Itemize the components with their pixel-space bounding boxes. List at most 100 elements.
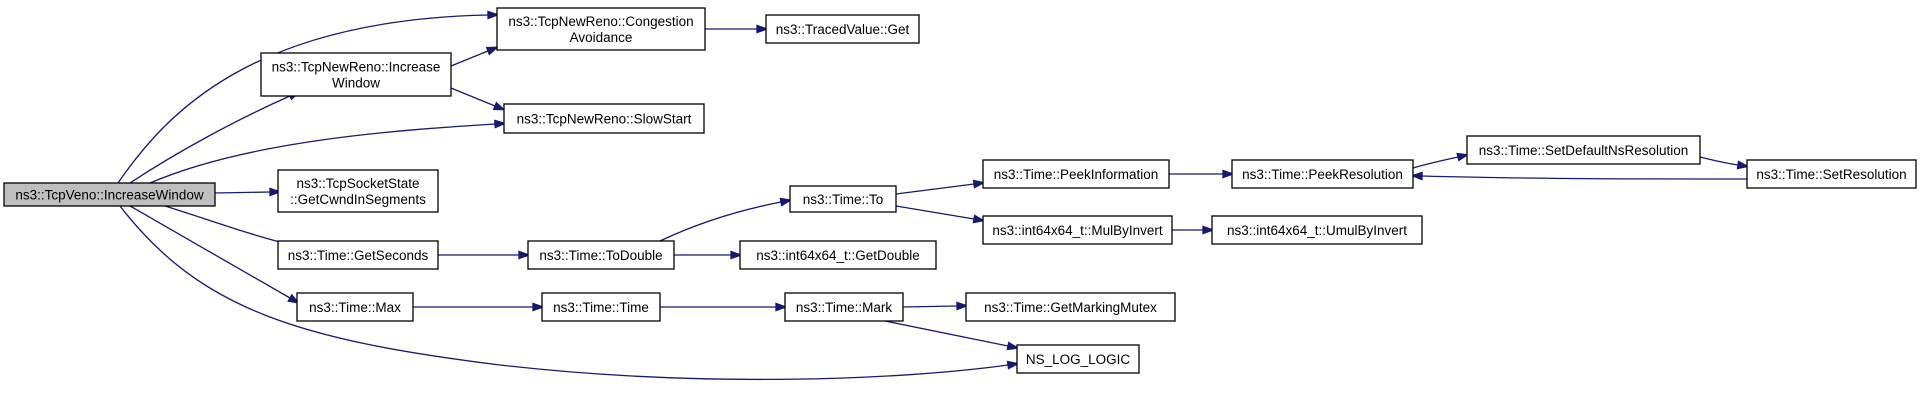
edge-time-get-seconds-to-time-to-double (438, 250, 531, 260)
node-set-default-ns-resolution[interactable]: ns3::Time::SetDefaultNsResolution (1466, 135, 1701, 165)
node-box (739, 240, 937, 270)
node-box (1231, 159, 1414, 189)
node-label: ns3::Time::GetSeconds (288, 248, 429, 263)
node-box (965, 292, 1176, 322)
node-label: ns3::TcpVeno::IncreaseWindow (15, 188, 204, 203)
node-get-marking-mutex[interactable]: ns3::Time::GetMarkingMutex (965, 292, 1176, 322)
arrowhead-slow-start (492, 101, 507, 111)
node-box (527, 240, 675, 270)
edges-layer (117, 10, 1750, 381)
arrowhead-traced-value-get (756, 24, 769, 34)
node-increase-window-veno[interactable]: ns3::TcpVeno::IncreaseWindow (3, 182, 216, 207)
node-box (496, 7, 706, 51)
node-label: ns3::Time::ToDouble (539, 248, 662, 263)
arrowhead-peek-resolution (1410, 171, 1423, 181)
node-time-get-seconds[interactable]: ns3::Time::GetSeconds (277, 240, 439, 270)
arrowhead-ns-log-logic (1006, 341, 1020, 351)
node-label: ns3::int64x64_t::UmulByInvert (1227, 223, 1407, 238)
edge-peek-resolution-to-set-default-ns-resolution (1412, 152, 1470, 169)
node-box (1746, 159, 1917, 189)
node-box (1211, 215, 1423, 245)
node-label: ::GetCwndInSegments (290, 192, 426, 207)
node-label: ns3::int64x64_t::MulByInvert (992, 223, 1163, 238)
arrowhead-get-marking-mutex (956, 301, 969, 311)
node-mul-by-invert[interactable]: ns3::int64x64_t::MulByInvert (982, 215, 1173, 245)
node-label: ns3::Time::Max (309, 300, 401, 315)
node-box (1466, 135, 1701, 165)
edge-time-mark-to-get-marking-mutex (902, 301, 969, 311)
node-box (277, 169, 439, 213)
arrowhead-slow-start (494, 119, 507, 129)
node-peek-information[interactable]: ns3::Time::PeekInformation (982, 159, 1170, 189)
node-label: ns3::Time::SetResolution (1756, 167, 1906, 182)
arrowhead-peek-resolution (1222, 169, 1235, 179)
arrowhead-umul-by-invert (1202, 225, 1215, 235)
node-traced-value-get[interactable]: ns3::TracedValue::Get (765, 14, 920, 44)
node-box (277, 240, 439, 270)
node-box (982, 215, 1173, 245)
node-int64x64-get-double[interactable]: ns3::int64x64_t::GetDouble (739, 240, 937, 270)
node-time-to[interactable]: ns3::Time::To (789, 185, 897, 213)
node-box (503, 103, 705, 134)
edge-increase-window-veno-to-time-max (129, 205, 301, 304)
node-label: ns3::Time::PeekResolution (1242, 167, 1403, 182)
edge-increase-window-veno-to-increase-window-newreno (129, 91, 301, 184)
edge-time-to-double-to-int64x64-get-double (674, 250, 743, 260)
edge-mul-by-invert-to-umul-by-invert (1172, 225, 1215, 235)
node-label: ns3::Time::SetDefaultNsResolution (1479, 143, 1689, 158)
edge-time-mark-to-ns-log-logic (884, 320, 1020, 351)
node-box (541, 292, 661, 322)
node-label: ns3::Time::Time (553, 300, 649, 315)
node-label: ns3::TcpNewReno::SlowStart (517, 112, 692, 127)
edge-congestion-avoidance-to-traced-value-get (705, 24, 769, 34)
node-box (765, 14, 920, 44)
node-label: ns3::Time::Mark (796, 300, 893, 315)
node-box (3, 182, 216, 207)
arrowhead-time-to (779, 197, 793, 207)
node-box (789, 185, 897, 213)
node-label: Window (332, 76, 380, 91)
node-time-to-double[interactable]: ns3::Time::ToDouble (527, 240, 675, 270)
node-umul-by-invert[interactable]: ns3::int64x64_t::UmulByInvert (1211, 215, 1423, 245)
arrowhead-set-default-ns-resolution (1456, 152, 1470, 162)
node-time-time[interactable]: ns3::Time::Time (541, 292, 661, 322)
edge-set-resolution-to-peek-resolution (1410, 171, 1748, 181)
arrowhead-int64x64-get-double (730, 250, 743, 260)
arrowhead-time-to-double (518, 250, 531, 260)
node-time-max[interactable]: ns3::Time::Max (296, 292, 414, 322)
edge-set-default-ns-resolution-to-set-resolution (1699, 156, 1750, 170)
edge-increase-window-veno-to-ns-log-logic (119, 205, 1020, 381)
edge-peek-information-to-peek-resolution (1169, 169, 1235, 179)
arrowhead-set-resolution (1736, 160, 1750, 170)
edge-increase-window-newreno-to-slow-start (450, 87, 507, 111)
node-increase-window-newreno[interactable]: ns3::TcpNewReno::IncreaseWindow (260, 52, 452, 97)
edge-increase-window-veno-to-slow-start (149, 119, 507, 184)
arrowhead-get-cwnd-in-segments (269, 187, 282, 197)
node-set-resolution[interactable]: ns3::Time::SetResolution (1746, 159, 1917, 189)
node-get-cwnd-in-segments[interactable]: ns3::TcpSocketState::GetCwndInSegments (277, 169, 439, 213)
node-box (982, 159, 1170, 189)
edge-time-to-to-peek-information (895, 179, 986, 195)
node-label: NS_LOG_LOGIC (1026, 352, 1131, 367)
edge-time-to-double-to-time-to (659, 197, 793, 242)
node-box (296, 292, 414, 322)
edge-increase-window-veno-to-get-cwnd-in-segments (214, 187, 282, 197)
node-peek-resolution[interactable]: ns3::Time::PeekResolution (1231, 159, 1414, 189)
arrowhead-time-max (287, 293, 301, 304)
node-label: Avoidance (570, 30, 633, 45)
node-label: ns3::TcpNewReno::Increase (272, 60, 441, 75)
node-label: ns3::Time::GetMarkingMutex (984, 300, 1157, 315)
node-time-mark[interactable]: ns3::Time::Mark (784, 292, 904, 322)
node-label: ns3::TracedValue::Get (776, 22, 910, 37)
arrowhead-time-mark (775, 302, 788, 312)
node-label: ns3::int64x64_t::GetDouble (756, 248, 920, 263)
arrowhead-congestion-avoidance (487, 10, 500, 20)
edge-increase-window-veno-to-congestion-avoidance (117, 10, 500, 184)
node-slow-start[interactable]: ns3::TcpNewReno::SlowStart (503, 103, 705, 134)
edge-time-time-to-time-mark (660, 302, 788, 312)
arrowhead-mul-by-invert (972, 214, 986, 224)
node-ns-log-logic[interactable]: NS_LOG_LOGIC (1016, 344, 1140, 374)
edge-increase-window-newreno-to-congestion-avoidance (450, 46, 500, 67)
